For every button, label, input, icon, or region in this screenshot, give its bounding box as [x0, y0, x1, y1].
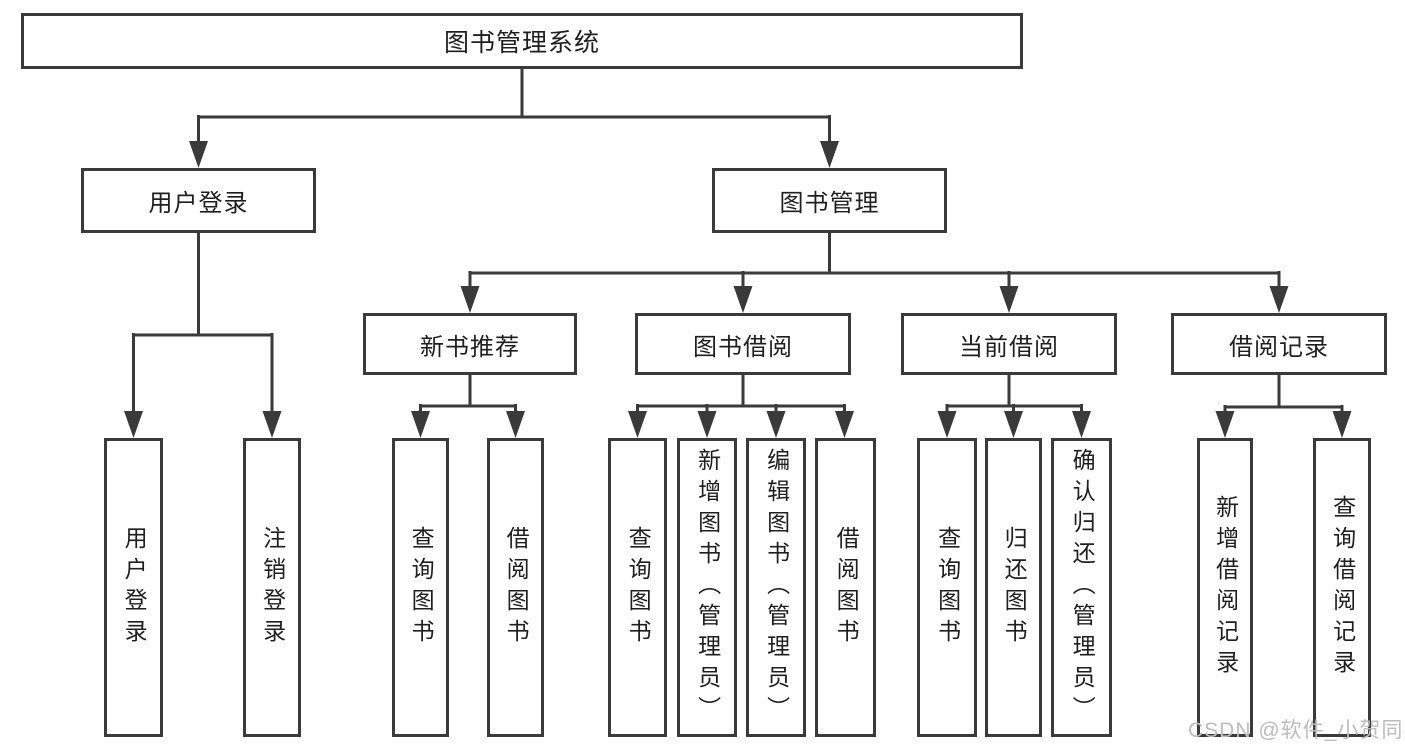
leaf-borrow-books: 借阅图书	[815, 438, 876, 737]
leaf-borrow-query-books: 查询图书	[608, 438, 667, 737]
watermark: CSDN @软件_小贺同学	[1188, 719, 1405, 742]
node-book-borrowing: 图书借阅	[635, 313, 851, 375]
leaf-logout: 注销登录	[243, 438, 301, 737]
leaf-query-borrow-record: 查询借阅记录	[1313, 438, 1371, 737]
node-book-management: 图书管理	[712, 168, 947, 233]
node-user-login: 用户登录	[81, 168, 316, 233]
leaf-recommend-query-books: 查询图书	[392, 438, 449, 737]
leaf-recommend-borrow-books: 借阅图书	[487, 438, 544, 737]
leaf-user-login: 用户登录	[104, 438, 163, 737]
leaf-return-books: 归还图书	[985, 438, 1042, 737]
node-library-management-system: 图书管理系统	[21, 13, 1023, 69]
leaf-current-query-books: 查询图书	[917, 438, 977, 737]
node-current-borrowing: 当前借阅	[901, 313, 1117, 375]
leaf-confirm-return-admin: 确认归还（管理员）	[1051, 438, 1112, 737]
node-new-book-recommendation: 新书推荐	[363, 313, 577, 375]
leaf-add-books-admin: 新增图书（管理员）	[677, 438, 737, 737]
leaf-edit-books-admin: 编辑图书（管理员）	[746, 438, 806, 737]
leaf-add-borrow-record: 新增借阅记录	[1197, 438, 1253, 737]
node-borrowing-records: 借阅记录	[1171, 313, 1387, 375]
